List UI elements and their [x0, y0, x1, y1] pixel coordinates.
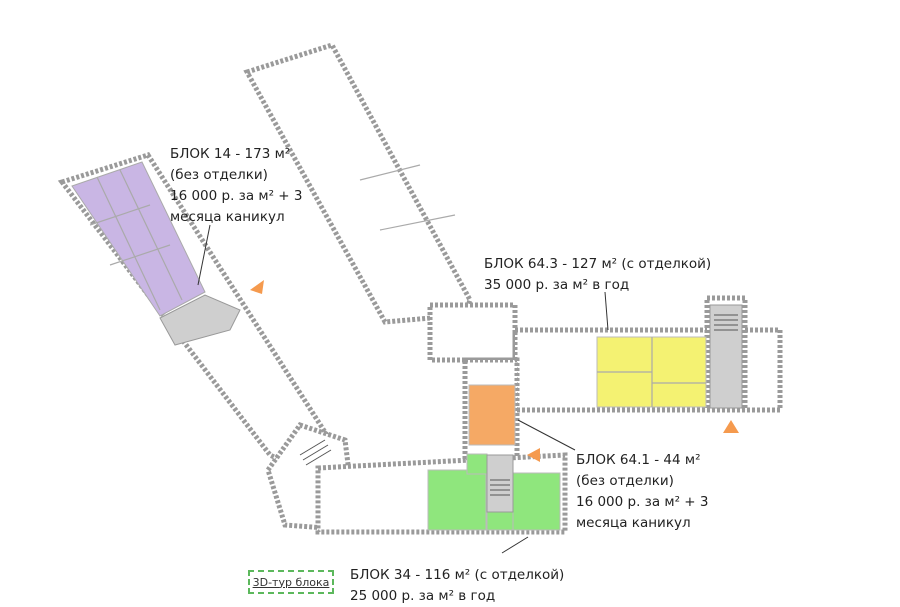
block-title: БЛОК 64.3 - 127 м² (с отделкой)	[484, 256, 712, 272]
entrance-marker-icon	[527, 448, 540, 462]
entrance-marker-icon	[723, 420, 739, 433]
block-34-area-2[interactable]	[466, 453, 488, 475]
leader-line	[517, 419, 576, 451]
central-hall	[427, 302, 518, 363]
stairs-icon	[709, 304, 743, 409]
block-34-area-3[interactable]	[512, 472, 561, 531]
leader-line	[197, 224, 211, 286]
block-price: 16 000 р. за м² + 3	[576, 494, 709, 510]
block-34-label: БЛОК 34 - 116 м² (с отделкой) 25 000 р. …	[350, 565, 564, 607]
leader-line	[604, 291, 609, 331]
block-64-1-area[interactable]	[468, 384, 516, 446]
stairs-icon	[159, 294, 241, 346]
block-title: БЛОК 64.1 - 44 м²	[576, 452, 701, 468]
block-34-area-4[interactable]	[486, 511, 514, 531]
entrance-marker-icon	[250, 280, 264, 294]
block-finish: (без отделки)	[576, 473, 674, 489]
block-title: БЛОК 34 - 116 м² (с отделкой)	[350, 567, 565, 583]
block-price: 16 000 р. за м² + 3	[170, 188, 303, 204]
block-14-label: БЛОК 14 - 173 м² (без отделки) 16 000 р.…	[170, 144, 303, 228]
block-terms: месяца каникул	[576, 515, 691, 531]
block-title: БЛОК 14 - 173 м²	[170, 146, 291, 162]
3d-tour-button[interactable]: 3D-тур блока	[248, 570, 334, 594]
block-price: 35 000 р. за м² в год	[484, 277, 630, 293]
block-64-3-label: БЛОК 64.3 - 127 м² (с отделкой) 35 000 р…	[484, 254, 711, 296]
block-64-1-label: БЛОК 64.1 - 44 м² (без отделки) 16 000 р…	[576, 450, 709, 534]
block-34-area[interactable]	[427, 469, 487, 531]
stairs-icon	[486, 454, 514, 513]
leader-line	[501, 536, 529, 554]
block-price: 25 000 р. за м² в год	[350, 588, 496, 604]
block-finish: (без отделки)	[170, 167, 268, 183]
block-terms: месяца каникул	[170, 209, 285, 225]
